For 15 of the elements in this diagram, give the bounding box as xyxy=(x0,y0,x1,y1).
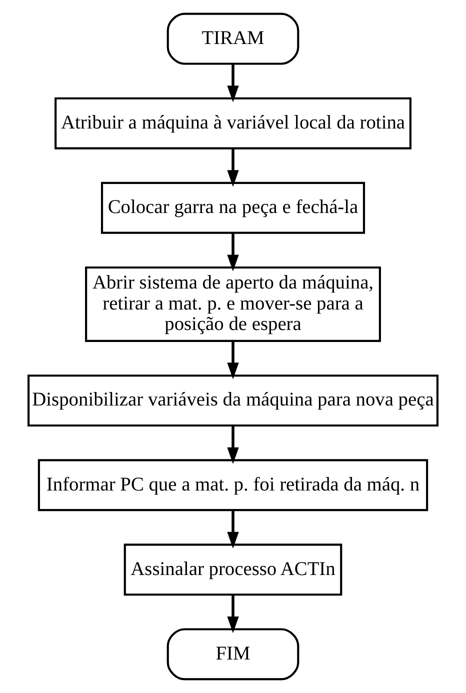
arrow xyxy=(227,148,239,187)
arrow xyxy=(227,340,239,380)
node-box: Disponibilizar variáveis da máquina para nova peça xyxy=(28,374,438,427)
node-box: Informar PC que a mat. p. foi retirada da máq. n xyxy=(38,459,428,512)
arrow xyxy=(227,232,239,272)
node-box: Atribuir a máquina à variável local da rotina xyxy=(54,97,412,150)
arrow xyxy=(227,64,239,102)
node-box: TIRAM xyxy=(166,12,300,65)
arrow xyxy=(227,594,239,634)
node-box: Assinalar processo ACTIn xyxy=(124,544,342,596)
arrow xyxy=(227,510,239,549)
arrow xyxy=(227,426,239,464)
node-box: FIM xyxy=(166,628,300,680)
node-box: Colocar garra na peça e fechá-la xyxy=(100,182,366,234)
node-box: Abrir sistema de aperto da máquina, retirar a mat. p. e mover-se para a posição de espera xyxy=(85,266,381,342)
